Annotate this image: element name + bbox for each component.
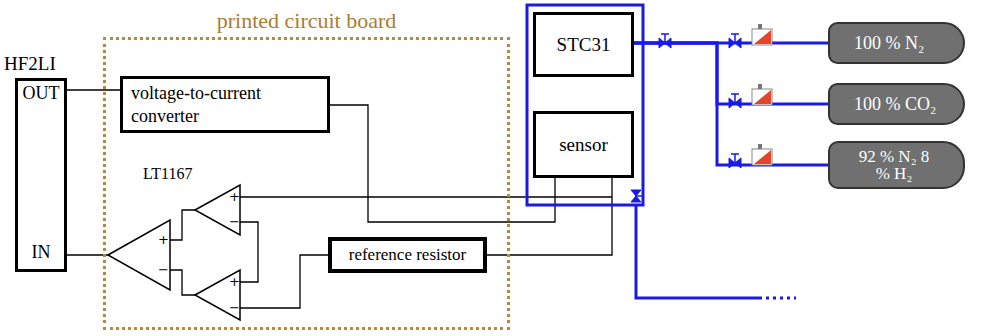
valve-symbol <box>631 34 741 202</box>
opamp-symbol <box>108 185 240 320</box>
block-label: voltage-to-current converter <box>131 82 281 127</box>
pin-sign: − <box>229 301 240 314</box>
block-label: sensor <box>559 134 608 156</box>
block-label: reference resistor <box>349 245 467 265</box>
outlet-pipe <box>636 205 796 298</box>
pin-sign: + <box>158 233 169 246</box>
port-name: IN <box>32 242 51 263</box>
converter-box: voltage-to-current converter <box>120 76 330 133</box>
gas-pipe <box>634 43 828 165</box>
gas-label: 100 % N₂ <box>854 33 924 54</box>
part-number: LT1167 <box>143 166 192 182</box>
mass-flow-controller <box>752 24 772 165</box>
lock-in-amplifier: HF2LIOUTIN <box>15 78 67 272</box>
pin-sign: − <box>229 215 240 228</box>
gas-label: 92 % N₂ 8 % H₂ <box>854 148 934 182</box>
gas-cylinder: 100 % CO₂ <box>828 83 965 125</box>
gas-pipe <box>634 43 828 104</box>
instrument-name: HF2LI <box>4 53 56 75</box>
chip-box: STC31 <box>533 12 634 77</box>
pin-sign: + <box>229 275 240 288</box>
stc31-housing <box>527 5 643 205</box>
pin-sign: − <box>158 263 169 276</box>
port-name: OUT <box>23 83 60 104</box>
signal-wire <box>487 178 612 255</box>
sensor-box: sensor <box>533 111 634 178</box>
signal-wire <box>330 105 555 222</box>
opamp-wires <box>67 197 612 308</box>
gas-cylinder: 100 % N₂ <box>828 22 965 64</box>
signal-wire <box>67 89 120 90</box>
block-label: STC31 <box>557 34 611 56</box>
board-title: printed circuit board <box>106 8 507 34</box>
gas-label: 100 % CO₂ <box>854 94 936 115</box>
resistor-box: reference resistor <box>328 237 487 273</box>
gas-cylinder: 92 % N₂ 8 % H₂ <box>828 141 965 189</box>
pcb-region: printed circuit boardvoltage-to-current … <box>103 37 510 330</box>
pin-sign: + <box>229 190 240 203</box>
